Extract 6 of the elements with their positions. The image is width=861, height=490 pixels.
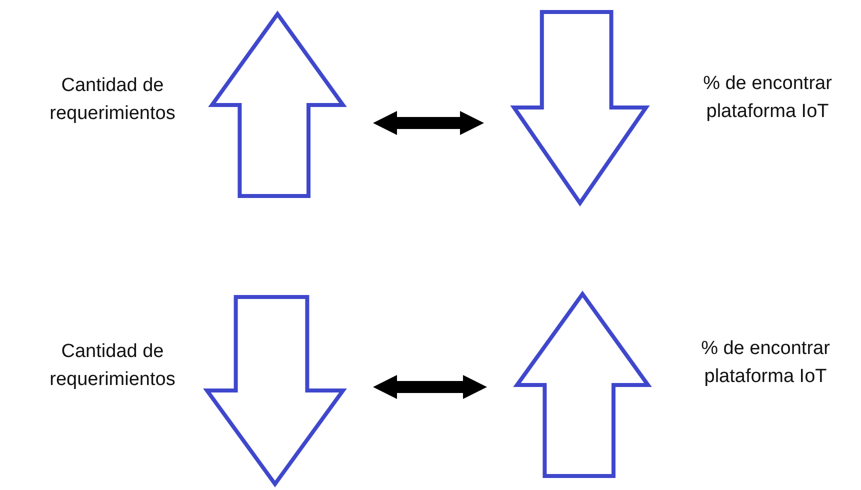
side-label: Cantidad de requerimientos xyxy=(48,340,176,392)
double-arrow xyxy=(373,111,484,135)
side-label: Cantidad de requerimientos xyxy=(48,74,176,126)
side-label: % de encontrar plataforma IoT xyxy=(700,337,831,389)
double-arrow xyxy=(373,375,487,399)
side-label: % de encontrar plataforma IoT xyxy=(702,72,833,124)
